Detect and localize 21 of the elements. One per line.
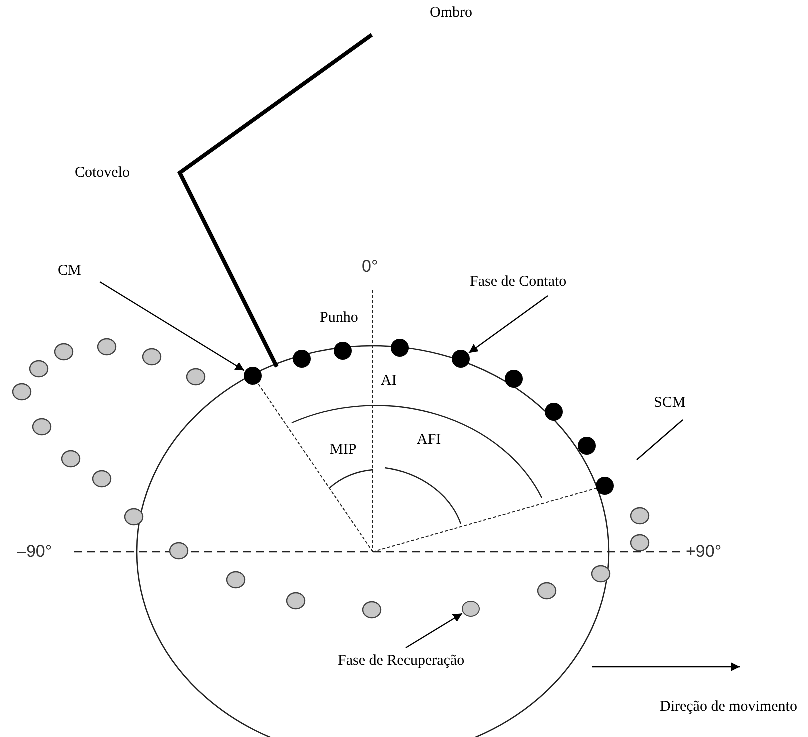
callout-label: CM [58,262,82,280]
part-label: Cotovelo [75,164,130,182]
callout-label: SCM [654,394,686,412]
angle-label: 0° [362,257,378,277]
angle-label: AI [381,372,397,390]
part-label: Punho [320,309,358,327]
angle-label: MIP [330,441,357,459]
arrow [406,613,463,649]
angle-label: –90° [17,542,52,562]
arrow [100,281,245,372]
arrow [468,296,548,354]
contact-start-dot [244,367,262,385]
leader-line [636,420,684,460]
direction-label: Direção de movimento [660,698,798,716]
recovery-dot [462,601,480,617]
callout-label: Fase de Contato [470,273,567,291]
callout-label: Fase de Recuperação [338,652,465,670]
part-label: Ombro [430,4,472,22]
angle-label: AFI [417,431,442,449]
contact-dot [452,350,470,368]
angle-label: +90° [686,542,722,562]
